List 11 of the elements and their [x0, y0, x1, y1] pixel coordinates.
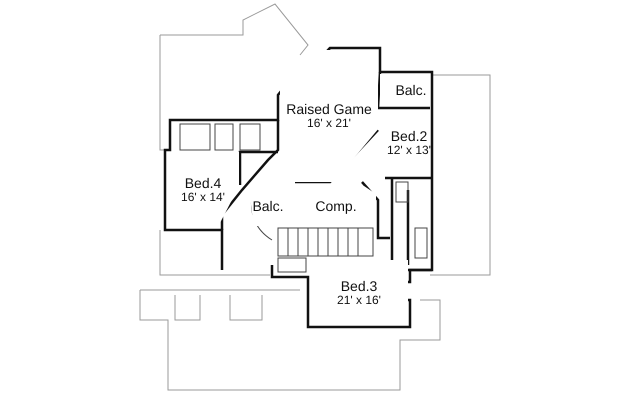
room-dimensions: 12' x 13' — [387, 144, 431, 157]
room-dimensions: 16' x 14' — [181, 191, 225, 204]
room-name: Bed.3 — [340, 278, 378, 294]
room-name: Raised Game — [286, 102, 372, 118]
room-dimensions: 16' x 21' — [307, 117, 351, 130]
room-name: Balc. — [395, 82, 427, 98]
room-name: Bed.2 — [390, 129, 428, 144]
room-name: Comp. — [315, 198, 357, 214]
room-name: Bed.4 — [184, 176, 222, 192]
room-dimensions: 21' x 16' — [337, 294, 381, 306]
room-name: Balc. — [252, 198, 284, 214]
